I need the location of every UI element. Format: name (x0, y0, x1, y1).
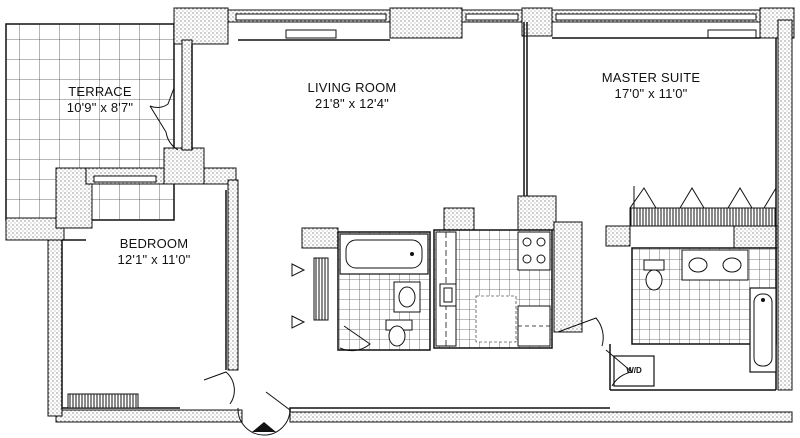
room-dimensions: 10'9" x 8'7" (66, 100, 134, 116)
living-room-label: LIVING ROOM 21'8" x 12'4" (292, 80, 412, 113)
room-dimensions: 12'1" x 11'0" (117, 252, 191, 268)
master-bathroom (613, 247, 777, 387)
washer-dryer-label: W/D (626, 366, 642, 375)
room-name: LIVING ROOM (307, 80, 397, 95)
interior-walls (523, 22, 528, 196)
room-name: TERRACE (68, 84, 132, 99)
terrace-label: TERRACE 10'9" x 8'7" (48, 84, 152, 117)
hall-bathroom (337, 231, 431, 351)
washer-dryer (613, 355, 655, 387)
toilet-icon (643, 259, 665, 291)
bathtub-icon (749, 287, 777, 373)
entry-arrow-icon (252, 422, 276, 432)
bedroom-label: BEDROOM 12'1" x 11'0" (94, 236, 214, 269)
room-dimensions: 21'8" x 12'4" (315, 96, 389, 112)
room-name: MASTER SUITE (601, 70, 701, 85)
master-suite-label: MASTER SUITE 17'0" x 11'0" (586, 70, 716, 103)
room-dimensions: 17'0" x 11'0" (614, 86, 688, 102)
toilet-icon (385, 319, 413, 347)
kitchen (433, 229, 553, 349)
core-walls (301, 195, 779, 333)
closet-icon (629, 186, 777, 227)
room-name: BEDROOM (119, 236, 189, 251)
closet-icon (67, 257, 329, 409)
bedroom-outline (61, 190, 227, 409)
door-swing-icon (149, 87, 634, 436)
stove-icon (517, 231, 551, 271)
